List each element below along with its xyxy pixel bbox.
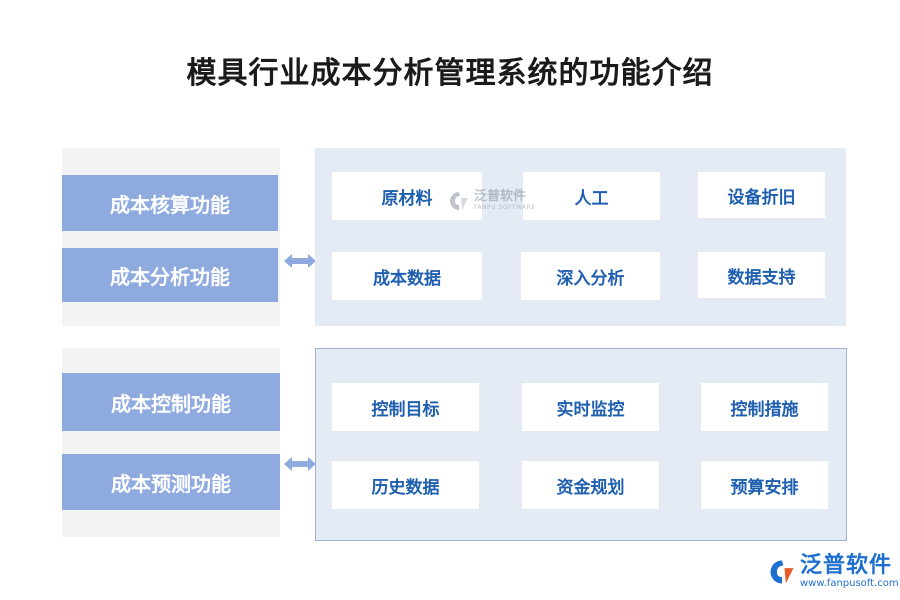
- cell-equipment-depreciation: 设备折旧: [698, 172, 825, 218]
- watermark: 泛普软件 FANPU SOFTWARE: [448, 190, 536, 212]
- cell-control-measures: 控制措施: [701, 383, 828, 431]
- cell-data-support: 数据支持: [698, 252, 825, 298]
- watermark-name: 泛普软件: [474, 189, 527, 204]
- left-item-cost-accounting: 成本核算功能: [62, 175, 278, 231]
- cell-fund-planning: 资金规划: [522, 461, 659, 509]
- cell-labor: 人工: [523, 172, 660, 220]
- watermark-sub: FANPU SOFTWARE: [474, 204, 536, 211]
- fanpu-logo-icon: [450, 192, 468, 210]
- page-title: 模具行业成本分析管理系统的功能介绍: [186, 56, 714, 91]
- cell-control-target: 控制目标: [332, 383, 479, 431]
- cell-budget-arrangement: 预算安排: [701, 461, 828, 509]
- left-item-cost-forecast: 成本预测功能: [62, 454, 280, 510]
- cell-deep-analysis: 深入分析: [521, 252, 660, 300]
- brand-logo: 泛普软件 www.fanpusoft.com: [768, 554, 899, 590]
- logo-url: www.fanpusoft.com: [800, 578, 899, 589]
- cell-cost-data: 成本数据: [332, 252, 482, 300]
- double-arrow-icon: [284, 457, 316, 471]
- left-item-cost-analysis: 成本分析功能: [62, 248, 278, 302]
- cell-realtime-monitoring: 实时监控: [522, 383, 659, 431]
- group-2-right-panel: [315, 348, 847, 541]
- logo-name: 泛普软件: [800, 553, 893, 578]
- double-arrow-icon: [284, 254, 316, 268]
- fanpu-logo-icon: [770, 560, 794, 584]
- left-item-cost-control: 成本控制功能: [62, 373, 280, 431]
- cell-historical-data: 历史数据: [332, 461, 479, 509]
